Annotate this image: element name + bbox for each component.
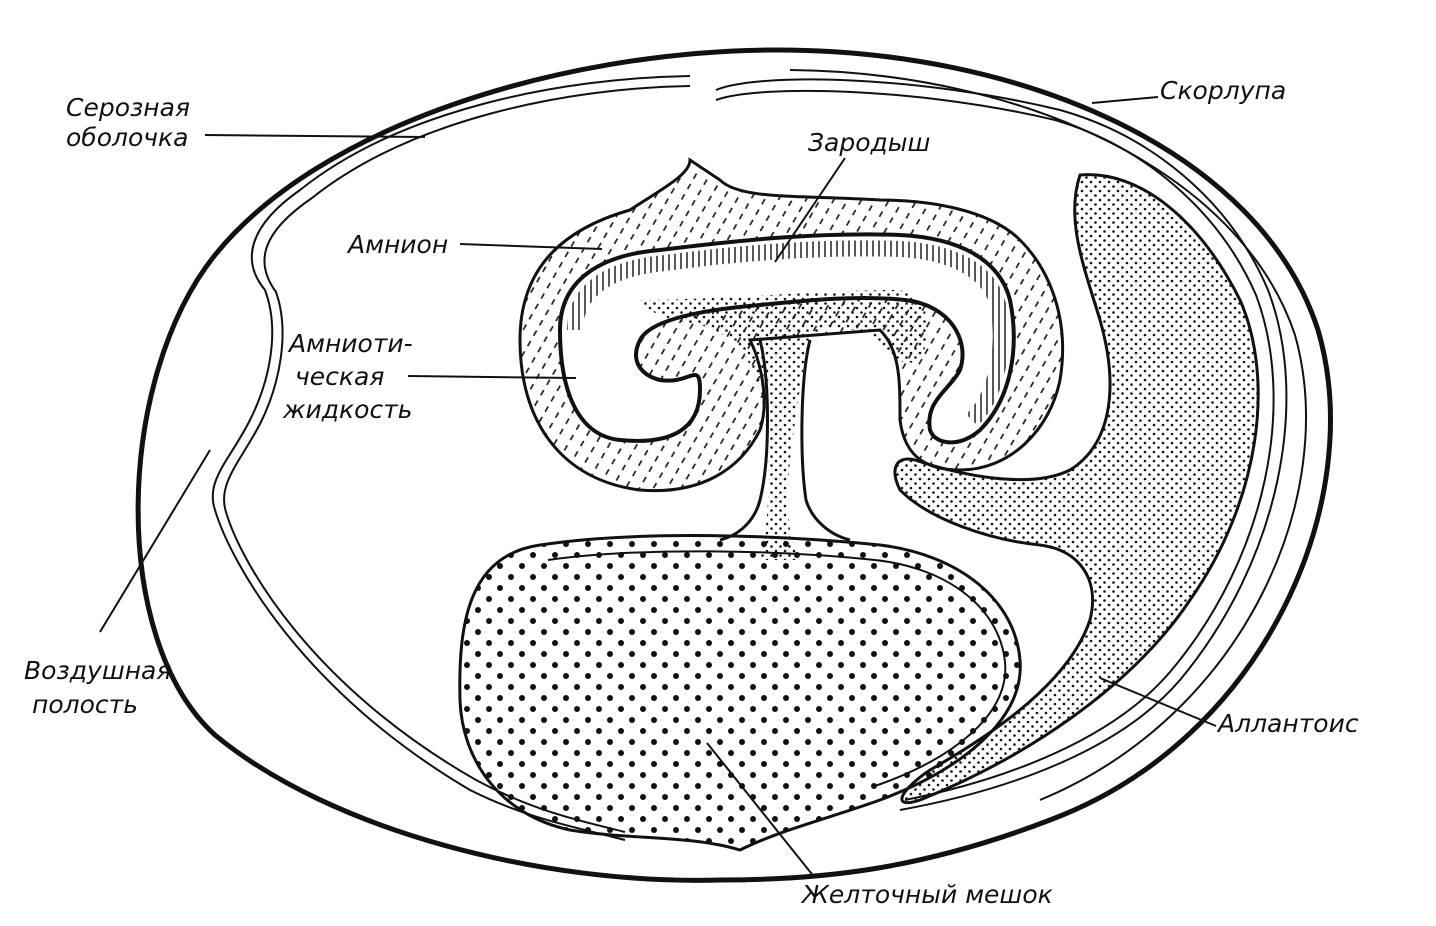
embryo-hatching [567,240,1009,426]
label-serous-line1: Серозная [66,93,190,122]
extraembryonic-coelom [640,290,929,560]
leader-lines [99,96,1217,879]
leader-air [99,449,211,633]
label-air-line2: полость [32,690,138,719]
label-air-cavity: Воздушная полость [24,654,171,722]
label-fluid-line2: ческая [295,362,385,391]
allantois [893,173,1260,805]
chorion-right [715,78,1288,811]
label-amniotic-fluid: Амниоти- ческая жидкость [283,327,413,426]
label-shell: Скорлупа [1160,76,1287,105]
leader-shell [1091,96,1159,104]
shell-inner-line [789,69,1307,801]
leader-allantois [1099,677,1217,727]
label-amnion: Амнион [348,230,449,259]
label-allantois: Аллантоис [1218,709,1359,738]
label-yolk-sac: Желточный мешок [802,880,1053,909]
leader-embryo [774,157,846,263]
label-serous-line2: оболочка [66,123,189,152]
embryo-body [557,232,1016,445]
label-serous-membrane: Серозная оболочка [66,93,190,153]
yolk-stalk [719,339,851,542]
label-embryo: Зародыш [808,128,931,157]
label-air-line1: Воздушная [24,656,172,685]
leader-amnion [459,243,603,250]
leader-serous [204,134,426,138]
label-fluid-line1: Амниоти- [289,329,413,358]
serous-membrane [211,75,691,841]
leader-yolk [706,742,816,879]
shell-outline [135,47,1333,883]
yolk-sac [458,534,1022,852]
yolk-sac-inner-wall [547,550,1007,787]
label-fluid-line3: жидкость [283,395,413,424]
leader-fluid [407,375,577,379]
